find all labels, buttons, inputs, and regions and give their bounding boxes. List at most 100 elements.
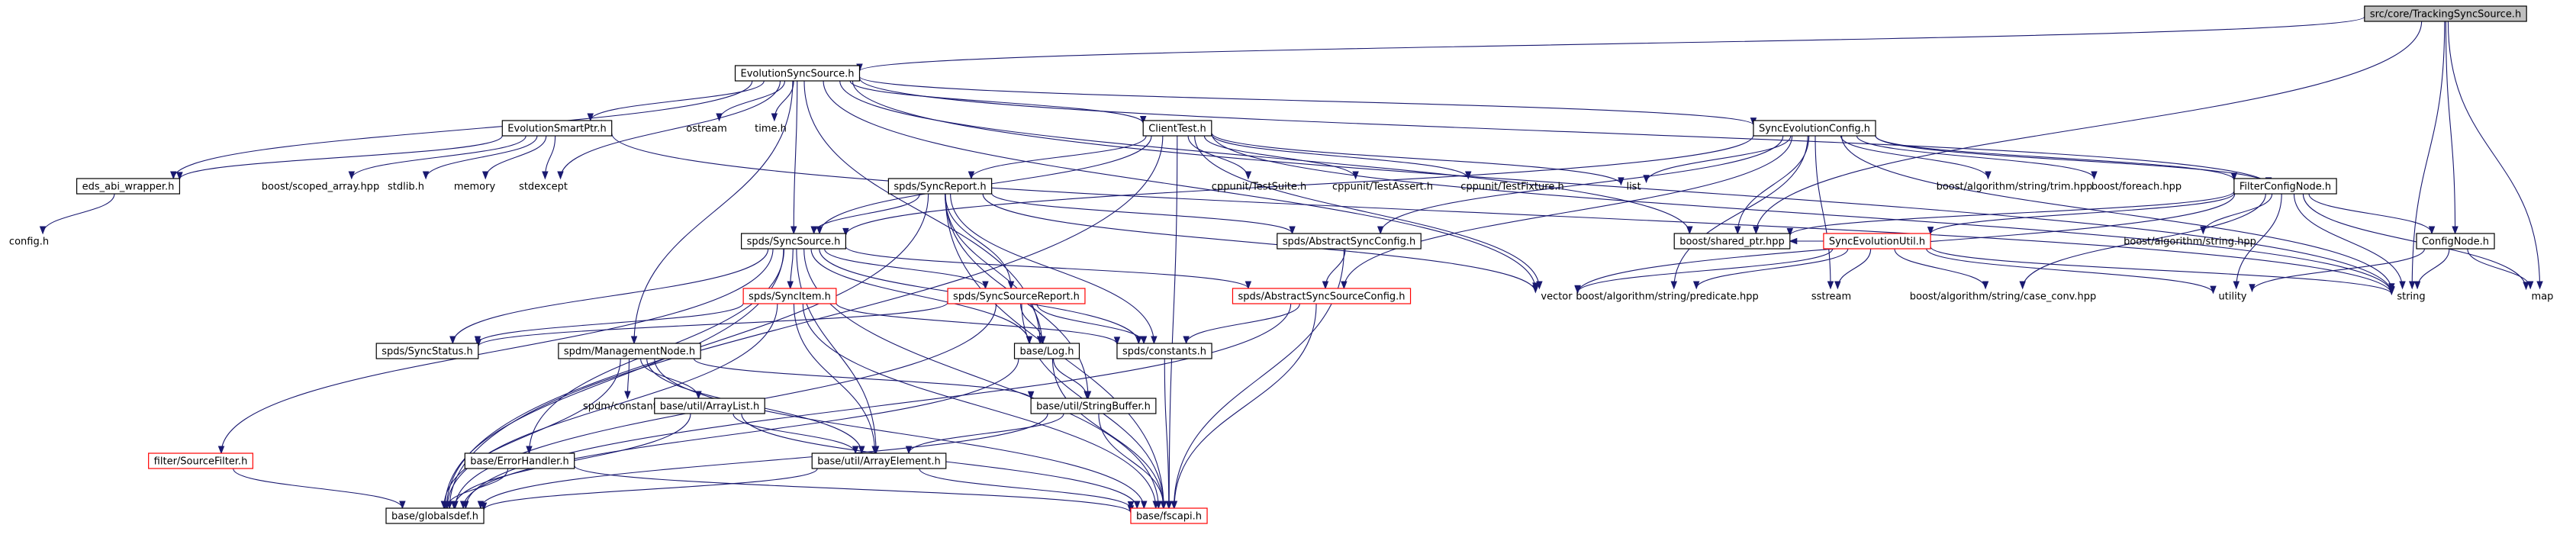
node-clienttest[interactable]: ClientTest.h	[1142, 120, 1212, 137]
edge-arrowhead	[1183, 336, 1190, 345]
node-fscapi[interactable]: base/fscapi.h	[1130, 507, 1208, 524]
node-trim: boost/algorithm/string/trim.hpp	[1937, 182, 2093, 193]
node-label: spds/AbstractSyncConfig.h	[1283, 237, 1415, 248]
node-errh[interactable]: base/ErrorHandler.h	[464, 452, 575, 469]
edge-arrowhead	[170, 171, 177, 180]
node-label: base/util/StringBuffer.h	[1036, 401, 1151, 413]
node-seutil[interactable]: SyncEvolutionUtil.h	[1823, 233, 1931, 250]
edge-arrowhead	[1245, 281, 1252, 290]
node-syncsource[interactable]: spds/SyncSource.h	[741, 233, 846, 250]
node-globaldef[interactable]: base/globalsdef.h	[385, 507, 485, 524]
edge-arrowhead	[1982, 281, 1989, 290]
node-arraylist[interactable]: base/util/ArrayList.h	[654, 398, 765, 414]
node-label: utility	[2219, 291, 2247, 303]
node-label: sstream	[1811, 291, 1851, 303]
edge-arrowhead	[2536, 281, 2543, 290]
edge-arrowhead	[1165, 501, 1172, 510]
edge-line	[919, 468, 1132, 509]
node-scoped: boost/scoped_array.hpp	[262, 182, 379, 193]
node-asc[interactable]: spds/AbstractSyncConfig.h	[1277, 233, 1422, 250]
node-label: cppunit/TestFixture.h	[1460, 182, 1563, 193]
node-eds[interactable]: eds_abi_wrapper.h	[76, 178, 181, 195]
edge-line	[1211, 133, 2392, 294]
node-esp[interactable]: EvolutionSmartPtr.h	[501, 120, 613, 137]
edge-arrowhead	[1670, 281, 1678, 290]
node-confignode[interactable]: ConfigNode.h	[2416, 233, 2495, 250]
node-strbuf[interactable]: base/util/StringBuffer.h	[1030, 398, 1157, 414]
edge-arrowhead	[1536, 281, 1543, 290]
edge-arrowhead	[176, 172, 183, 181]
edge-line	[793, 303, 876, 454]
node-filter[interactable]: filter/SourceFilter.h	[148, 452, 253, 469]
node-box	[1673, 233, 1791, 250]
edge-line	[221, 248, 774, 454]
edge-arrowhead	[2523, 282, 2529, 291]
edge-line	[179, 135, 503, 180]
edge-syncsource-to-ssr	[824, 248, 989, 290]
node-box	[1232, 288, 1412, 304]
node-arrayel[interactable]: base/util/ArrayElement.h	[811, 452, 947, 469]
node-label: spds/AbstractSyncSourceConfig.h	[1238, 291, 1405, 303]
node-box	[741, 233, 846, 250]
node-label: eds_abi_wrapper.h	[82, 182, 175, 193]
edge-line	[42, 193, 115, 234]
edge-seutil-to-vector	[1574, 248, 1834, 294]
node-status[interactable]: spds/SyncStatus.h	[375, 343, 479, 359]
edge-sec-to-trim	[1840, 135, 1992, 180]
edge-line	[425, 135, 538, 179]
edge-line	[1926, 248, 2214, 294]
edge-line	[1673, 135, 1808, 289]
node-box	[2364, 5, 2527, 22]
node-box	[1823, 233, 1931, 250]
node-box	[76, 178, 181, 195]
node-fcn[interactable]: FilterConfigNode.h	[2233, 178, 2337, 195]
node-label: ostream	[686, 124, 727, 135]
edge-arrowhead	[557, 171, 564, 180]
edge-arrowhead	[39, 226, 47, 235]
node-assc[interactable]: spds/AbstractSyncSourceConfig.h	[1232, 288, 1412, 304]
node-label: spds/SyncStatus.h	[382, 346, 473, 358]
edge-line	[1577, 248, 1834, 293]
node-label: string	[2397, 291, 2425, 303]
edge-line	[443, 358, 621, 509]
node-sec[interactable]: SyncEvolutionConfig.h	[1753, 120, 1876, 137]
edge-syncreport-to-asc	[991, 192, 1296, 235]
edge-syncsource-to-assc	[845, 246, 1252, 290]
edge-line	[1646, 135, 1792, 182]
node-evo[interactable]: EvolutionSyncSource.h	[734, 65, 861, 82]
node-syncitem[interactable]: spds/SyncItem.h	[742, 288, 837, 304]
edge-arrayel-to-fscapi	[919, 468, 1135, 510]
node-label: src/core/TrackingSyncSource.h	[2370, 9, 2521, 21]
edges-layer	[39, 16, 2543, 514]
node-shptr[interactable]: boost/shared_ptr.hpp	[1673, 233, 1791, 250]
edge-line	[1875, 135, 2235, 180]
edge-arrowhead	[858, 446, 865, 455]
node-constants[interactable]: spds/constants.h	[1116, 343, 1212, 359]
edge-syncsource-to-status	[449, 248, 769, 345]
edge-arrowhead	[587, 113, 594, 122]
edge-arrowhead	[1007, 281, 1015, 290]
edge-line	[845, 134, 1754, 236]
edge-line	[1098, 413, 1164, 509]
edge-line	[1894, 248, 1986, 289]
node-label: vector	[1541, 291, 1573, 303]
edge-line	[611, 133, 2392, 295]
node-stdlib: stdlib.h	[388, 182, 424, 193]
node-ssr[interactable]: spds/SyncSourceReport.h	[947, 288, 1086, 304]
edge-seutil-to-sstream	[1834, 248, 1872, 290]
node-syncreport[interactable]: spds/SyncReport.h	[887, 178, 993, 195]
edge-line	[693, 358, 1032, 399]
edge-line	[858, 76, 1754, 126]
edge-arrowhead	[1827, 281, 1834, 290]
node-root[interactable]: src/core/TrackingSyncSource.h	[2364, 5, 2527, 22]
edge-line	[944, 193, 1043, 344]
edge-fcn-to-string	[2293, 193, 2406, 290]
edge-constants-to-fscapi	[1164, 358, 1172, 510]
edge-line	[1856, 135, 2095, 179]
edge-line	[991, 192, 1293, 234]
edge-syncreport-to-constants	[950, 193, 1158, 345]
edge-root-to-shptr	[1753, 21, 2423, 235]
node-log[interactable]: base/Log.h	[1013, 343, 1080, 359]
node-mgmt[interactable]: spdm/ManagementNode.h	[558, 343, 701, 359]
edge-line	[2417, 248, 2450, 289]
